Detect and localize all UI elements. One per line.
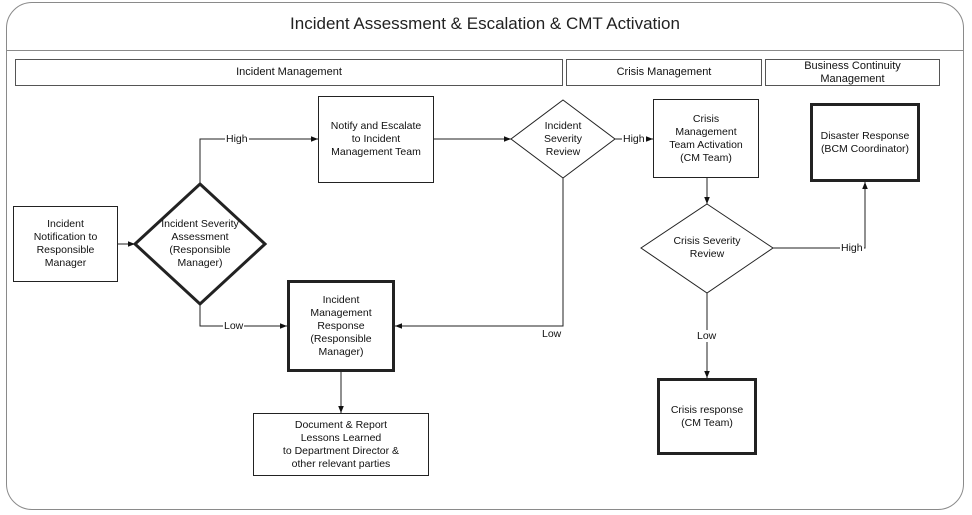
- edge-crisis-high: [773, 182, 868, 249]
- node-crisis-response: Crisis response (CM Team): [657, 378, 757, 455]
- edge-label-review-low: Low: [541, 328, 563, 340]
- edge-label-assessment-low: Low: [223, 320, 245, 332]
- node-disaster-response: Disaster Response (BCM Coordinator): [810, 103, 920, 182]
- lane-business-continuity: Business Continuity Management: [765, 59, 940, 86]
- node-document-report: Document & Report Lessons Learned to Dep…: [253, 413, 429, 476]
- edge-assessment-high: [199, 136, 318, 184]
- edge-review-low: [395, 178, 564, 329]
- edge-label-review-high: High: [622, 133, 646, 145]
- edge-label-crisis-low: Low: [696, 330, 718, 342]
- node-incident-notification: Incident Notification to Responsible Man…: [13, 206, 118, 282]
- edge-label-crisis-high: High: [840, 242, 864, 254]
- node-cmt-activation: Crisis Management Team Activation (CM Te…: [653, 99, 759, 178]
- edge-label-assessment-high: High: [225, 133, 249, 145]
- node-notify-escalate: Notify and Escalate to Incident Manageme…: [318, 96, 434, 183]
- title-divider: [6, 50, 964, 51]
- lane-crisis-management: Crisis Management: [566, 59, 762, 86]
- diagram-title: Incident Assessment & Escalation & CMT A…: [290, 14, 680, 33]
- edge-assessment-low: [199, 304, 287, 329]
- label-incident-severity-review: Incident Severity Review: [544, 119, 582, 158]
- label-incident-severity-assessment: Incident Severity Assessment (Responsibl…: [161, 218, 239, 269]
- node-incident-management-response: Incident Management Response (Responsibl…: [287, 280, 395, 372]
- label-crisis-severity-review: Crisis Severity Review: [673, 235, 741, 260]
- lane-incident-management: Incident Management: [15, 59, 563, 86]
